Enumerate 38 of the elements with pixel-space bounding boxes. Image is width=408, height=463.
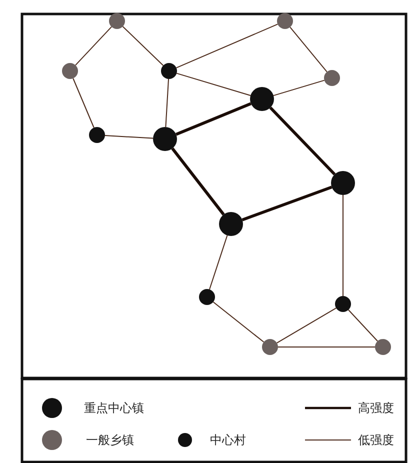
legend-label: 中心村 xyxy=(210,433,246,447)
low-intensity-link xyxy=(212,301,264,343)
low-intensity-link xyxy=(276,308,337,344)
low-intensity-link xyxy=(122,26,164,66)
high-intensity-link xyxy=(269,106,336,176)
key-central-town-marker xyxy=(153,127,177,151)
legend-label: 低强度 xyxy=(358,433,394,447)
key-central-town-marker xyxy=(219,212,243,236)
low-intensity-link xyxy=(348,309,378,342)
legend-label: 一般乡镇 xyxy=(86,433,134,447)
general-town-marker xyxy=(62,63,78,79)
general-town-marker xyxy=(375,339,391,355)
low-intensity-link xyxy=(176,24,278,68)
central-village-marker xyxy=(335,296,351,312)
high-intensity-link xyxy=(171,148,225,216)
central-village-marker xyxy=(199,289,215,305)
low-intensity-link xyxy=(278,346,376,348)
low-intensity-link xyxy=(104,134,154,139)
central-village-marker xyxy=(89,127,105,143)
low-intensity-link xyxy=(273,80,325,96)
general-town-marker xyxy=(324,70,340,86)
low-intensity-link xyxy=(209,234,228,290)
low-intensity-link xyxy=(342,194,344,296)
central-village-marker xyxy=(161,63,177,79)
high-intensity-link xyxy=(242,186,332,222)
legend-label: 高强度 xyxy=(358,401,394,415)
key-central-town-marker xyxy=(331,171,355,195)
low-intensity-link xyxy=(290,26,328,72)
low-intensity-link xyxy=(165,78,170,128)
general-town-marker xyxy=(277,13,293,29)
low-intensity-link xyxy=(72,78,94,128)
low-intensity-link xyxy=(74,26,112,66)
legend-label: 重点中心镇 xyxy=(84,401,144,415)
high-intensity-link xyxy=(176,102,252,136)
general-town-marker xyxy=(109,13,125,29)
general-town-marker xyxy=(262,339,278,355)
key-central-town-marker xyxy=(250,87,274,111)
low-intensity-link xyxy=(176,72,251,96)
